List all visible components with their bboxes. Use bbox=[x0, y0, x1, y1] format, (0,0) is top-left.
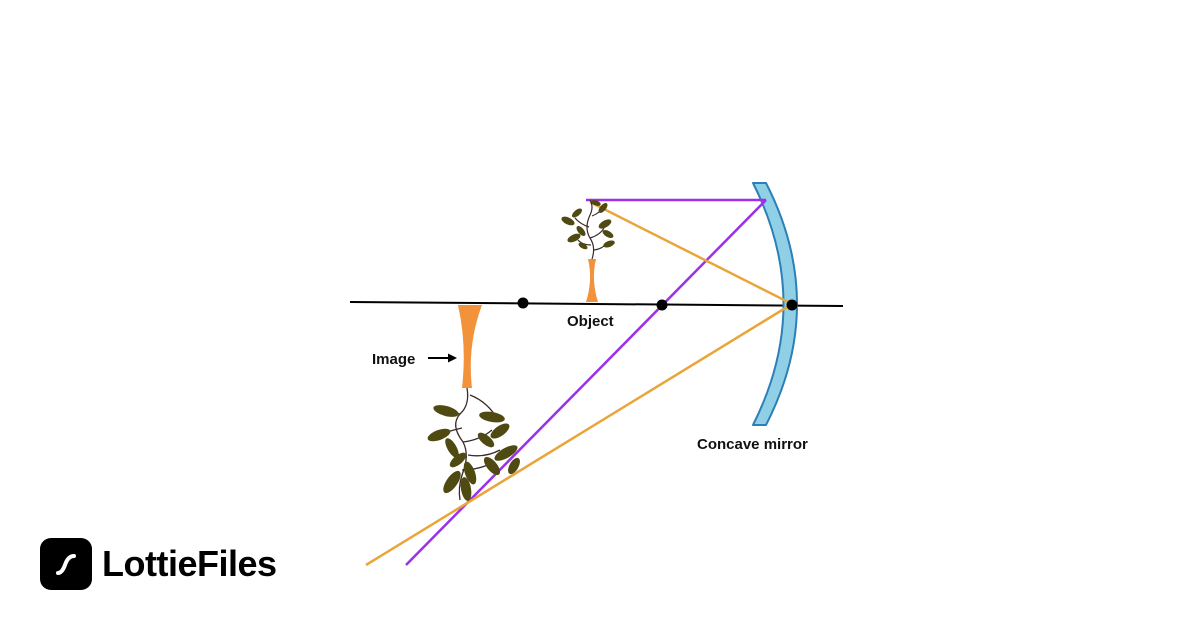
image-label: Image bbox=[372, 351, 415, 368]
ray-to-pole-incident bbox=[589, 200, 793, 306]
centre-of-curvature-point bbox=[517, 297, 529, 309]
ray-parallel-reflected bbox=[405, 199, 767, 566]
lottiefiles-logo-icon bbox=[40, 538, 92, 590]
principal-axis bbox=[349, 301, 844, 307]
lottiefiles-wordmark: LottieFiles bbox=[102, 543, 277, 584]
image-pointer-arrow bbox=[428, 353, 457, 363]
ray-to-pole-reflected bbox=[365, 302, 793, 567]
lottiefiles-brand[interactable]: LottieFiles bbox=[40, 538, 277, 590]
concave-mirror bbox=[752, 182, 798, 426]
object-label: Object bbox=[567, 313, 614, 330]
mirror-label: Concave mirror bbox=[697, 436, 808, 453]
object-plant bbox=[561, 199, 615, 302]
object-vase bbox=[586, 259, 598, 302]
image-plant bbox=[427, 305, 520, 501]
image-vase bbox=[458, 305, 482, 388]
focus-point bbox=[656, 299, 668, 311]
pole-point bbox=[786, 299, 798, 311]
